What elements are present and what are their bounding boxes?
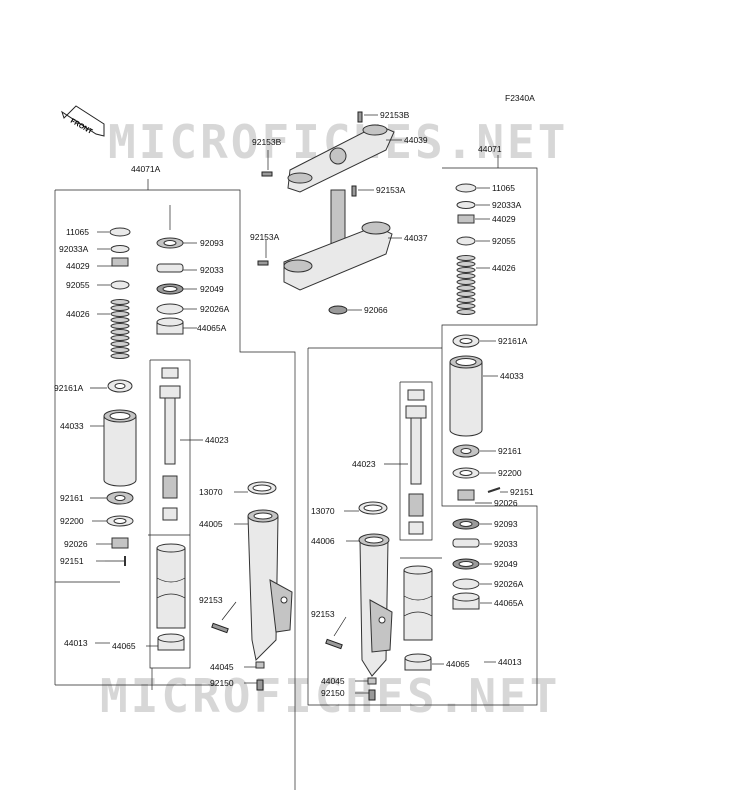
label-44023-left: 44023 <box>205 435 229 445</box>
label-44039: 44039 <box>404 135 428 145</box>
label-92161A: 92161A <box>54 383 84 393</box>
label-44065: 44065 <box>112 641 136 651</box>
upper-bracket <box>261 111 402 193</box>
right-assembly-frame <box>307 155 538 706</box>
label-92066: 92066 <box>364 305 388 315</box>
label-44029: 44029 <box>66 261 90 271</box>
label-13070-left: 13070 <box>199 487 223 497</box>
label-44033-right: 44033 <box>500 371 524 381</box>
label-11065-right: 11065 <box>492 183 515 193</box>
label-44013-right: 44013 <box>498 657 522 667</box>
label-44006: 44006 <box>311 536 335 546</box>
label-92153-right: 92153 <box>311 609 335 619</box>
label-92026: 92026 <box>64 539 88 549</box>
label-92161A-right: 92161A <box>498 336 528 346</box>
label-92151: 92151 <box>60 556 84 566</box>
left-assembly-frame <box>54 179 296 790</box>
right-spring-stack <box>449 183 501 610</box>
label-92026A-right: 92026A <box>494 579 524 589</box>
label-92151-right: 92151 <box>510 487 534 497</box>
label-92055: 92055 <box>66 280 90 290</box>
label-44026: 44026 <box>66 309 90 319</box>
lower-bracket <box>257 185 402 315</box>
label-92153B-left: 92153B <box>252 137 282 147</box>
label-92200-right: 92200 <box>498 468 522 478</box>
label-44045-left: 44045 <box>210 662 234 672</box>
label-92153B-top: 92153B <box>380 110 410 120</box>
label-92200: 92200 <box>60 516 84 526</box>
label-92093: 92093 <box>200 238 224 248</box>
label-92153-left: 92153 <box>199 595 223 605</box>
left-lower-sleeve <box>146 543 186 651</box>
label-44013: 44013 <box>64 638 88 648</box>
left-damper-rod <box>159 367 203 521</box>
left-leaders <box>90 231 112 644</box>
label-44033: 44033 <box>60 421 84 431</box>
label-92153A-right: 92153A <box>376 185 406 195</box>
figure-code: F2340A <box>505 93 535 103</box>
label-92033A: 92033A <box>59 244 89 254</box>
label-44037: 44037 <box>404 233 428 243</box>
left-outer-tube <box>211 481 293 691</box>
right-damper-rod <box>384 389 427 535</box>
label-44065A-right: 44065A <box>494 598 524 608</box>
label-44023-right: 44023 <box>352 459 376 469</box>
label-11065: 11065 <box>66 227 89 237</box>
right-outer-tube <box>325 501 393 701</box>
label-92161: 92161 <box>60 493 84 503</box>
front-arrow-icon: FRONT <box>61 105 105 137</box>
label-44065-right: 44065 <box>446 659 470 669</box>
label-44071A: 44071A <box>131 164 161 174</box>
label-92161-right: 92161 <box>498 446 522 456</box>
label-92049: 92049 <box>200 284 224 294</box>
label-92150-right: 92150 <box>321 688 345 698</box>
label-44005: 44005 <box>199 519 223 529</box>
label-92153A-left: 92153A <box>250 232 280 242</box>
label-92049-right: 92049 <box>494 559 518 569</box>
label-92033-right: 92033 <box>494 539 518 549</box>
left-seal-stack <box>156 205 197 335</box>
label-44029-right: 44029 <box>492 214 516 224</box>
label-92026-right: 92026 <box>494 498 518 508</box>
label-13070-right: 13070 <box>311 506 335 516</box>
label-92033: 92033 <box>200 265 224 275</box>
label-44065A: 44065A <box>197 323 227 333</box>
label-92093-right: 92093 <box>494 519 518 529</box>
label-44045-right: 44045 <box>321 676 345 686</box>
label-92055-right: 92055 <box>492 236 516 246</box>
left-spring-stack <box>103 227 137 566</box>
label-92026A: 92026A <box>200 304 230 314</box>
right-lower-sleeve <box>403 565 444 671</box>
watermark-bottom: MICROFICHES.NET <box>100 669 560 723</box>
label-92033A-right: 92033A <box>492 200 522 210</box>
right-leaders <box>475 187 508 663</box>
label-44071: 44071 <box>478 144 502 154</box>
label-92150-left: 92150 <box>210 678 234 688</box>
label-44026-right: 44026 <box>492 263 516 273</box>
